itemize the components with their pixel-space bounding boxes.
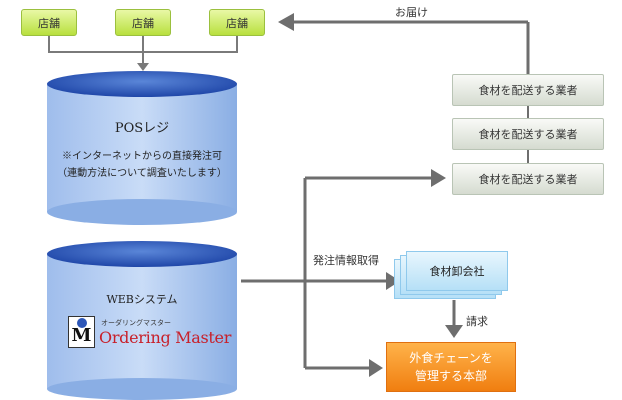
pos-cylinder: [47, 71, 237, 225]
pos-title: POSレジ: [114, 121, 170, 136]
order-to-vendor-arrowhead: [431, 169, 446, 187]
store-to-pos-arrowhead: [137, 63, 149, 71]
invoice-arrowhead: [445, 325, 463, 338]
wholesale-box: 食材卸会社: [406, 251, 508, 291]
vendor-box: 食材を配送する業者: [452, 163, 604, 195]
logo-mark-letter: M: [71, 325, 92, 346]
store-box: 店舗: [21, 9, 77, 36]
order-to-hq-arrowhead: [369, 359, 383, 377]
hq-line2: 管理する本部: [414, 369, 487, 383]
order-info-label: 発注情報取得: [313, 254, 379, 267]
logo-kana: オーダリングマスター: [101, 319, 171, 327]
delivery-label: お届け: [395, 6, 428, 19]
store-box: 店舗: [209, 9, 265, 36]
store-box: 店舗: [115, 9, 171, 36]
hq-box: 外食チェーンを 管理する本部: [386, 342, 516, 392]
hq-line1: 外食チェーンを: [409, 351, 493, 365]
order-to-wholesale-arrowhead: [386, 272, 400, 290]
ordering-master-logo: M オーダリングマスター Ordering Master: [68, 316, 231, 350]
pos-note-line2: （連動方法について調査いたします）: [57, 168, 227, 179]
pos-note-line1: ※インターネットからの直接発注可: [62, 151, 222, 162]
delivery-connector: [292, 20, 530, 74]
web-title: WEBシステム: [106, 293, 178, 306]
vendor-box: 食材を配送する業者: [452, 118, 604, 150]
vendor-box: 食材を配送する業者: [452, 74, 604, 106]
order-connector: [241, 176, 432, 370]
logo-text: Ordering Master: [99, 328, 232, 347]
invoice-label: 請求: [466, 315, 488, 328]
delivery-arrowhead: [278, 13, 294, 31]
logo-mark-icon: M: [68, 316, 95, 348]
store-connector: [48, 36, 238, 64]
